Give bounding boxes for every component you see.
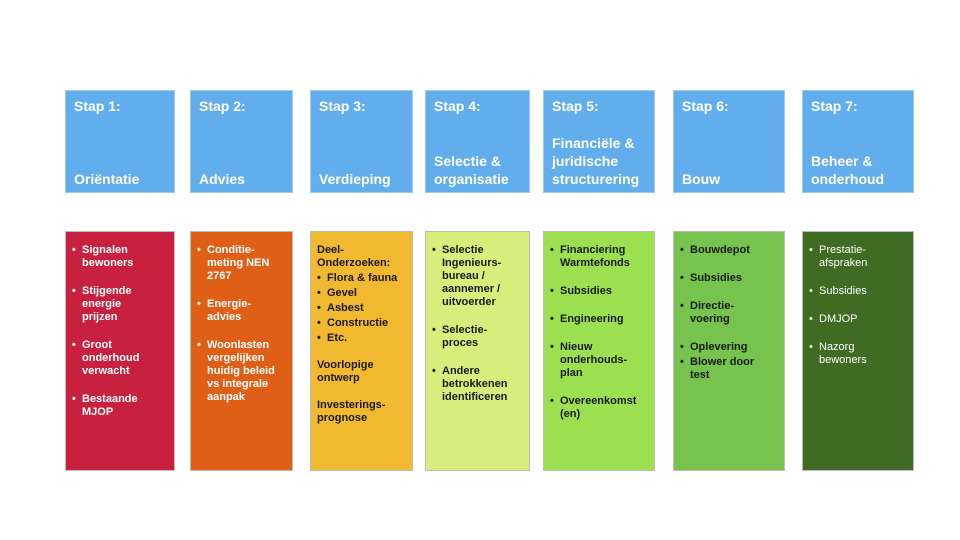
list-item: Oplevering <box>680 341 778 354</box>
step-5-title: Financiële & juridische structurering <box>552 135 640 187</box>
list-item: Subsidies <box>550 285 648 298</box>
list-item: Subsidies <box>680 272 778 285</box>
step-2-header: Stap 2: Advies <box>190 90 293 193</box>
step-3-note: Investerings- prognose <box>317 399 386 424</box>
step-2-card: Conditie- meting NEN 2767 Energie- advie… <box>190 231 293 471</box>
list-item: Bouwdepot <box>680 244 778 257</box>
list-item: Prestatie- afspraken <box>809 244 907 270</box>
list-item: Andere betrokkenen identificeren <box>432 365 523 404</box>
list-item: Gevel <box>317 287 406 300</box>
list-item: Asbest <box>317 302 406 315</box>
list-item: Blower door test <box>680 356 778 382</box>
list-item: Subsidies <box>809 285 907 298</box>
step-7-title: Beheer & onderhoud <box>811 153 885 187</box>
step-1-header: Stap 1: Oriëntatie <box>65 90 175 193</box>
step-1-title: Oriëntatie <box>74 171 140 187</box>
list-item: Stijgende energie prijzen <box>72 285 168 324</box>
list-item: Bestaande MJOP <box>72 393 168 419</box>
step-4-header: Stap 4: Selectie & organisatie <box>425 90 530 193</box>
step-6-label: Stap 6: <box>682 98 729 114</box>
step-3-label: Stap 3: <box>319 98 366 114</box>
step-3-title: Verdieping <box>319 171 391 187</box>
list-item: Selectie- proces <box>432 324 523 350</box>
list-item: DMJOP <box>809 313 907 326</box>
step-6-card: Bouwdepot Subsidies Directie- voering Op… <box>673 231 785 471</box>
list-item: Directie- voering <box>680 300 778 326</box>
step-6-header: Stap 6: Bouw <box>673 90 785 193</box>
list-item: Constructie <box>317 317 406 330</box>
step-4-title: Selectie & organisatie <box>434 153 509 187</box>
step-4-label: Stap 4: <box>434 98 481 114</box>
list-item: Engineering <box>550 313 648 326</box>
step-5-card: Financiering Warmtefonds Subsidies Engin… <box>543 231 655 471</box>
step-7-card: Prestatie- afspraken Subsidies DMJOP Naz… <box>802 231 914 471</box>
list-item: Selectie Ingenieurs- bureau / aannemer /… <box>432 244 523 309</box>
step-5-label: Stap 5: <box>552 98 599 114</box>
step-2-label: Stap 2: <box>199 98 246 114</box>
list-item: Groot onderhoud verwacht <box>72 339 168 378</box>
list-item: Nazorg bewoners <box>809 341 907 367</box>
step-4-card: Selectie Ingenieurs- bureau / aannemer /… <box>425 231 530 471</box>
list-item: Energie- advies <box>197 298 286 324</box>
step-6-title: Bouw <box>682 171 721 187</box>
list-item: Signalen bewoners <box>72 244 168 270</box>
step-7-header: Stap 7: Beheer & onderhoud <box>802 90 914 193</box>
step-7-label: Stap 7: <box>811 98 858 114</box>
list-item: Woonlasten vergelijken huidig beleid vs … <box>197 339 286 404</box>
step-1-label: Stap 1: <box>74 98 121 114</box>
list-item: Financiering Warmtefonds <box>550 244 648 270</box>
step-3-intro: Deel- Onderzoeken: <box>317 244 391 269</box>
step-3-header: Stap 3: Verdieping <box>310 90 413 193</box>
step-3-card: Deel- Onderzoeken: Flora & fauna Gevel A… <box>310 231 413 471</box>
list-item: Flora & fauna <box>317 272 406 285</box>
list-item: Etc. <box>317 332 406 345</box>
step-5-header: Stap 5: Financiële & juridische structur… <box>543 90 655 193</box>
step-1-card: Signalen bewoners Stijgende energie prij… <box>65 231 175 471</box>
list-item: Conditie- meting NEN 2767 <box>197 244 286 283</box>
list-item: Nieuw onderhouds- plan <box>550 341 648 380</box>
list-item: Overeenkomst (en) <box>550 395 648 421</box>
step-2-title: Advies <box>199 171 245 187</box>
step-3-note: Voorlopige ontwerp <box>317 359 374 384</box>
